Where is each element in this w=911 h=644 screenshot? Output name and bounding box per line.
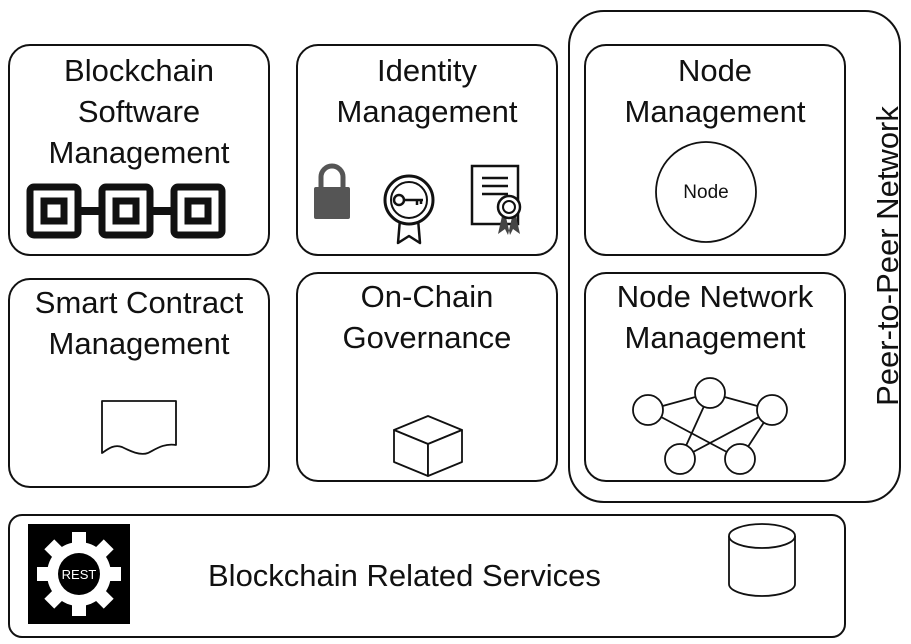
peer-to-peer-network-label: Peer-to-Peer Network (870, 106, 905, 406)
blockchain-software-title-line2: Software (77, 94, 201, 129)
smart-contract-title: Smart Contract Management (10, 282, 268, 364)
node-management-title-line2: Management (624, 94, 806, 129)
database-cylinder-icon (728, 523, 796, 597)
padlock-icon (314, 163, 350, 219)
node-circle: Node (655, 141, 757, 243)
governance-title-line2: Governance (342, 320, 512, 355)
blockchain-chain-icon (26, 183, 226, 239)
network-graph-icon (632, 377, 788, 475)
smart-contract-management-box: Smart Contract Management (8, 278, 270, 488)
node-management-title-line1: Node (677, 53, 753, 88)
blockchain-related-services-label: Blockchain Related Services (208, 558, 601, 593)
node-network-title-line1: Node Network (616, 279, 814, 314)
identity-title-line2: Management (336, 94, 518, 129)
governance-title-line1: On-Chain (360, 279, 494, 314)
blockchain-related-services-box (8, 514, 846, 638)
node-network-title: Node Network Management (586, 276, 844, 358)
smart-contract-title-line1: Smart Contract (34, 285, 244, 320)
certificate-icon (470, 164, 522, 235)
blockchain-software-title-line3: Management (48, 135, 230, 170)
cube-icon (393, 415, 463, 477)
smart-contract-title-line2: Management (48, 326, 230, 361)
rest-gear-icon: REST (28, 524, 130, 624)
on-chain-governance-box: On-Chain Governance (296, 272, 558, 482)
node-network-title-line2: Management (624, 320, 806, 355)
node-network-management-box: Node Network Management (584, 272, 846, 482)
node-management-title: Node Management (586, 50, 844, 132)
node-circle-label: Node (683, 182, 728, 203)
key-badge-icon (383, 174, 435, 245)
document-icon (101, 400, 177, 455)
blockchain-software-title-line1: Blockchain (64, 53, 214, 88)
rest-label: REST (62, 567, 97, 582)
identity-title: Identity Management (298, 50, 556, 132)
governance-title: On-Chain Governance (298, 276, 556, 358)
blockchain-software-title: Blockchain Software Management (10, 50, 268, 173)
peer-to-peer-network-group (568, 10, 901, 503)
identity-title-line1: Identity (377, 53, 477, 88)
